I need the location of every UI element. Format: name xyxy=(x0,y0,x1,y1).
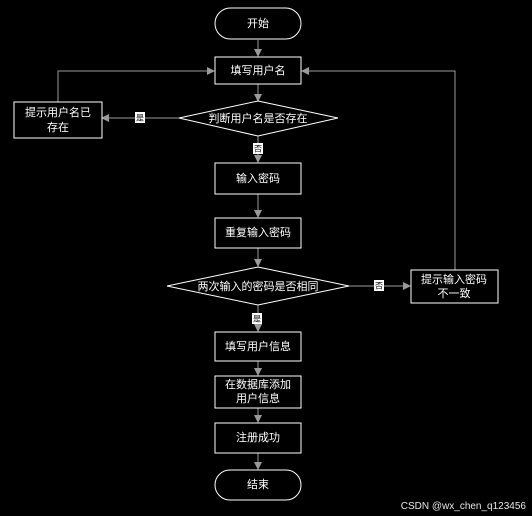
fill-username-process: 填写用户名 xyxy=(214,56,302,85)
prompt-mismatch-line2: 不一致 xyxy=(438,286,471,300)
start-label: 开始 xyxy=(247,16,269,30)
edge-prompt-mismatch-back xyxy=(301,67,456,270)
edge-label-match-yes-text: 是 xyxy=(253,315,261,324)
edge-label-exists-no-text: 否 xyxy=(254,145,262,154)
edge-label-match-no-text: 否 xyxy=(375,282,383,291)
register-success-process: 注册成功 xyxy=(214,422,302,454)
fill-userinfo-process: 填写用户信息 xyxy=(214,331,302,362)
prompt-exists-line1: 提示用户名已 xyxy=(25,105,91,119)
fill-userinfo-label: 填写用户信息 xyxy=(225,339,291,353)
start-terminal: 开始 xyxy=(214,7,302,40)
end-terminal: 结束 xyxy=(214,469,302,501)
edge-label-exists-yes-text: 是 xyxy=(136,114,144,123)
edge-label-match-yes: 是 xyxy=(252,313,262,324)
edge-label-match-no: 否 xyxy=(374,280,384,291)
watermark: CSDN @wx_chen_q123456 xyxy=(400,501,526,512)
check-exists-decision: 判断用户名是否存在 xyxy=(178,100,339,137)
prompt-exists-line2: 存在 xyxy=(47,120,69,134)
edge-prompt-exists-back xyxy=(57,67,215,102)
fill-username-label: 填写用户名 xyxy=(231,63,286,77)
enter-password-label: 输入密码 xyxy=(236,171,280,185)
end-label: 结束 xyxy=(247,478,269,491)
prompt-mismatch-process: 提示输入密码 不一致 xyxy=(410,269,499,304)
add-db-line2: 用户信息 xyxy=(236,391,280,405)
check-match-decision: 两次输入的密码是否相同 xyxy=(166,266,350,306)
enter-password-process: 输入密码 xyxy=(214,162,302,195)
check-match-label: 两次输入的密码是否相同 xyxy=(198,279,319,293)
add-db-process: 在数据库添加 用户信息 xyxy=(214,375,302,409)
register-success-label: 注册成功 xyxy=(236,430,280,444)
edge-label-exists-no: 否 xyxy=(253,143,263,154)
edge-label-exists-yes: 是 xyxy=(135,112,145,123)
repeat-password-label: 重复输入密码 xyxy=(225,225,291,239)
repeat-password-process: 重复输入密码 xyxy=(214,217,302,249)
check-exists-label: 判断用户名是否存在 xyxy=(209,111,308,125)
add-db-line1: 在数据库添加 xyxy=(225,377,291,391)
prompt-mismatch-line1: 提示输入密码 xyxy=(421,272,487,286)
prompt-exists-process: 提示用户名已 存在 xyxy=(13,101,103,139)
